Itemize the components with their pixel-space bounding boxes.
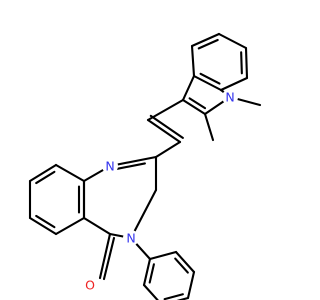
carbonyl-bond <box>98 232 112 280</box>
quinazoline-benzene-ring-bond <box>28 163 58 183</box>
vinyl-bond <box>154 140 182 159</box>
indole-benzene-ring-bond <box>219 76 249 92</box>
atom-n-indole: N <box>222 89 238 105</box>
phenyl-ring-bond <box>176 296 190 300</box>
atom-label-n-indole: N <box>225 90 234 105</box>
phenyl-ring-bond <box>174 250 196 274</box>
indole-benzene-ring-double-bond <box>199 72 221 85</box>
atom-label-o-carbonyl: O <box>85 278 95 293</box>
atom-n-quinazoline-3: N <box>123 230 139 246</box>
phenyl-ring-bond <box>142 283 159 300</box>
molecule-structure: N N N O <box>28 32 262 300</box>
carbonyl-double-bond <box>102 236 116 281</box>
quinazoline-benzene-ring-bond <box>54 163 86 183</box>
indole-benzene-ring-bond <box>244 46 249 80</box>
indole-bond <box>181 98 207 116</box>
vinyl-bond <box>146 98 185 122</box>
indole-benzene-ring-bond <box>217 32 248 50</box>
quinazoline-benzene-ring-double-bond <box>35 170 56 185</box>
quinazoline-benzene-ring-double-bond <box>35 214 56 229</box>
atom-labels-layer: N N N O <box>82 89 238 293</box>
indole-benzene-ring-bond <box>190 32 221 48</box>
atom-o-carbonyl: O <box>82 277 98 293</box>
phenyl-ring-double-bond <box>174 257 189 274</box>
phenyl-ring-bond <box>186 270 196 300</box>
c-methyl-bond <box>203 112 215 142</box>
quinazoline-bond <box>82 216 112 236</box>
vinyl-bond <box>146 118 182 144</box>
phenyl-ring-double-bond <box>148 263 155 284</box>
quinazoline-benzene-ring-bond <box>28 216 58 236</box>
indole-benzene-ring-bond <box>190 44 196 78</box>
quinazoline-bond <box>129 188 158 240</box>
quinazoline-double-bond <box>116 162 146 170</box>
indole-benzene-ring-bond <box>192 74 223 92</box>
phenyl-ring-bond <box>142 257 152 287</box>
phenyl-ring-double-bond <box>163 293 184 300</box>
vinyl-double-bond <box>149 114 184 139</box>
indole-bond <box>181 74 196 102</box>
atom-n-quinazoline-1: N <box>102 158 118 174</box>
atom-label-n-quinazoline-3: N <box>126 231 135 246</box>
indole-double-bond <box>188 97 207 110</box>
atom-label-n-quinazoline-1: N <box>105 159 114 174</box>
indole-benzene-ring-double-bond <box>197 38 219 50</box>
bonds-layer <box>28 32 262 300</box>
phenyl-ring-bond <box>148 250 178 261</box>
quinazoline-benzene-ring-bond <box>54 216 86 236</box>
indole-benzene-ring-double-bond <box>240 51 243 75</box>
molecule-diagram: N N N O <box>28 32 262 300</box>
